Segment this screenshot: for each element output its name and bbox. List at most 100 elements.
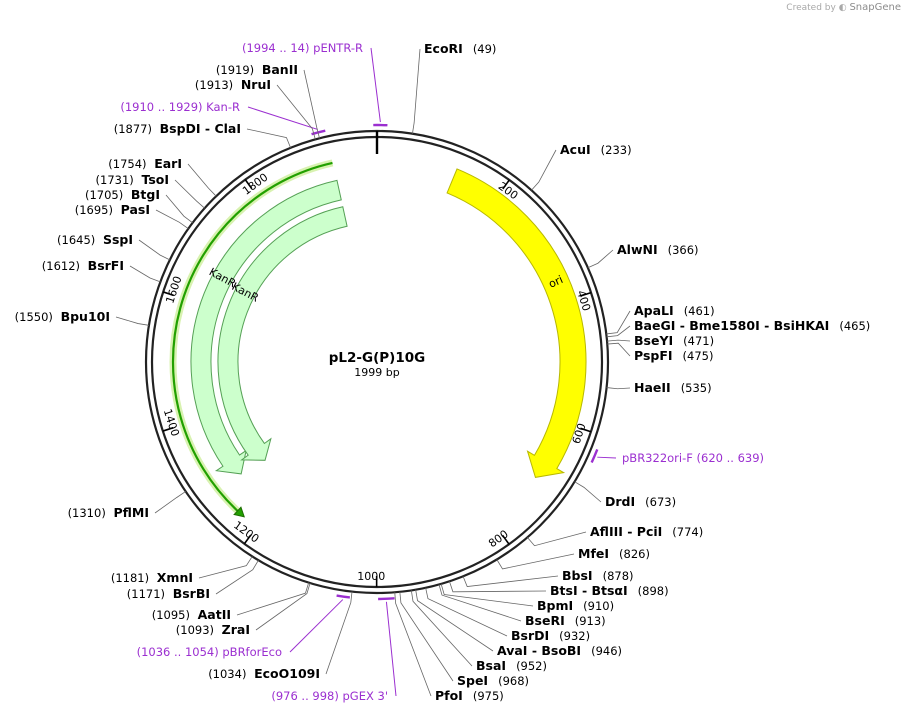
primer-pbr322ori-f-label: pBR322ori-F (620 .. 639) xyxy=(622,451,764,465)
site-bspdi-clai-label: (1877) BspDI - ClaI xyxy=(114,121,241,136)
plasmid-length: 1999 bp xyxy=(354,366,399,379)
site-leader xyxy=(606,310,631,335)
site-leader xyxy=(574,481,602,503)
site-leader xyxy=(115,316,149,326)
site-ecoo109i-label: (1034) EcoO109I xyxy=(208,666,320,681)
feature-kan-r-head xyxy=(233,506,245,518)
site-leader xyxy=(399,591,454,682)
site-leader xyxy=(155,209,189,229)
site-leader xyxy=(410,590,473,667)
tick-mark xyxy=(502,179,510,190)
site-bpmi-label: BpmI(910) xyxy=(537,598,614,613)
site-afliii-pcii-label: AflIII - PciI(774) xyxy=(590,524,703,539)
feature-kanr-arrow xyxy=(217,206,348,461)
site-xmni-label: (1181) XmnI xyxy=(111,570,193,585)
site-btsi-bts-i-label: BtsI - BtsαI(898) xyxy=(550,583,669,598)
site-leader xyxy=(303,69,320,139)
site-acui-label: AcuI(233) xyxy=(560,142,632,157)
site-pspfi-label: PspFI(475) xyxy=(634,348,713,363)
snapgene-credit: Created by ◐ SnapGene xyxy=(786,2,901,13)
site-drdi-label: DrdI(673) xyxy=(605,494,676,509)
site-pasi-label: (1695) PasI xyxy=(75,202,150,217)
primer-pbrforeco-label: (1036 .. 1054) pBRforEco xyxy=(137,645,282,659)
site-zrai-label: (1093) ZraI xyxy=(176,622,250,637)
tick-mark xyxy=(580,427,592,433)
site-leader xyxy=(198,556,253,579)
primer-pgex-3-label: (976 .. 998) pGEX 3' xyxy=(271,689,388,703)
site-leader xyxy=(255,582,311,631)
primer-leader xyxy=(597,456,617,459)
site-bseyi-label: BseYI(471) xyxy=(634,333,714,348)
site-leader xyxy=(606,325,631,338)
site-leader xyxy=(607,339,631,342)
site-leader xyxy=(276,84,316,140)
site-leader xyxy=(215,560,259,595)
site-spei-label: SpeI(968) xyxy=(457,673,529,688)
site-apali-label: ApaLI(461) xyxy=(634,303,715,318)
site-leader xyxy=(527,531,587,547)
site-ecori-label: EcoRI(49) xyxy=(424,41,496,56)
feature-ori-label: ori xyxy=(547,273,565,291)
site-mfei-label: MfeI(826) xyxy=(578,546,650,561)
primer-kan-r-label: (1910 .. 1929) Kan-R xyxy=(120,100,240,114)
primer-pbrforeco-mark xyxy=(336,594,351,599)
site-pflmi-label: (1310) PflMI xyxy=(68,505,149,520)
site-layer: EcoRI(49)AcuI(233)AlwNI(366)ApaLI(461)Ba… xyxy=(15,41,871,703)
site-bpu10i-label: (1550) Bpu10I xyxy=(15,309,110,324)
site-alwni-label: AlwNI(366) xyxy=(617,242,699,257)
site-leader xyxy=(415,589,494,652)
site-pfoi-label: PfoI(975) xyxy=(435,688,504,703)
site-bsrbi-label: (1171) BsrBI xyxy=(127,586,210,601)
site-leader xyxy=(607,342,631,357)
site-bsrdi-label: BsrDI(932) xyxy=(511,628,590,643)
feature-kanr-arrow xyxy=(190,179,342,475)
site-banii-label: (1919) BanII xyxy=(216,62,298,77)
site-leader xyxy=(138,239,170,261)
site-leader xyxy=(129,265,161,283)
site-leader xyxy=(236,582,310,616)
site-leader xyxy=(449,581,547,593)
site-sspi-label: (1645) SspI xyxy=(57,232,133,247)
site-leader xyxy=(438,584,522,622)
credit-prefix: Created by xyxy=(786,3,836,13)
site-leader xyxy=(246,128,291,148)
feature-ori-arrow xyxy=(446,168,587,478)
site-avai-bsobi-label: AvaI - BsoBI(946) xyxy=(497,643,622,658)
site-eari-label: (1754) EarI xyxy=(108,156,182,171)
tick-mark xyxy=(162,291,174,297)
credit-brand: SnapGene xyxy=(849,2,901,13)
tick-mark xyxy=(501,534,510,545)
site-leader xyxy=(165,194,193,224)
site-leader xyxy=(187,163,217,197)
primer-pbr322ori-f-mark xyxy=(590,449,599,463)
primer-leader xyxy=(247,106,318,130)
site-bseri-label: BseRI(913) xyxy=(525,613,606,628)
site-leader xyxy=(496,553,575,570)
primer-pgex-3-mark xyxy=(378,597,395,601)
primer-layer: (1994 .. 14) pENTR-R (1910 .. 1929) Kan-R… xyxy=(120,41,764,703)
site-nrui-label: (1913) NruI xyxy=(195,77,271,92)
primer-leader xyxy=(289,599,344,653)
tick-mark xyxy=(244,179,253,189)
feature-kan-r-line xyxy=(171,161,333,512)
site-bsai-label: BsaI(952) xyxy=(476,658,547,673)
site-leader xyxy=(531,149,557,191)
tick-mark xyxy=(243,534,252,545)
primer-leader xyxy=(370,47,381,123)
primer-pentr-r-label: (1994 .. 14) pENTR-R xyxy=(242,41,363,55)
snapgene-logo-icon: ◐ xyxy=(838,3,847,13)
site-leader xyxy=(440,583,534,607)
site-leader xyxy=(462,575,559,587)
site-leader xyxy=(394,592,432,697)
tick-label: 600 xyxy=(570,422,589,446)
tick-label: 400 xyxy=(574,289,593,313)
tick-mark xyxy=(580,291,592,297)
tick-mark xyxy=(162,426,174,432)
site-leader xyxy=(425,587,508,637)
site-bbsi-label: BbsI(878) xyxy=(562,568,634,583)
site-aatii-label: (1095) AatII xyxy=(152,607,231,622)
site-leader xyxy=(325,591,353,675)
site-btgi-label: (1705) BtgI xyxy=(85,187,160,202)
